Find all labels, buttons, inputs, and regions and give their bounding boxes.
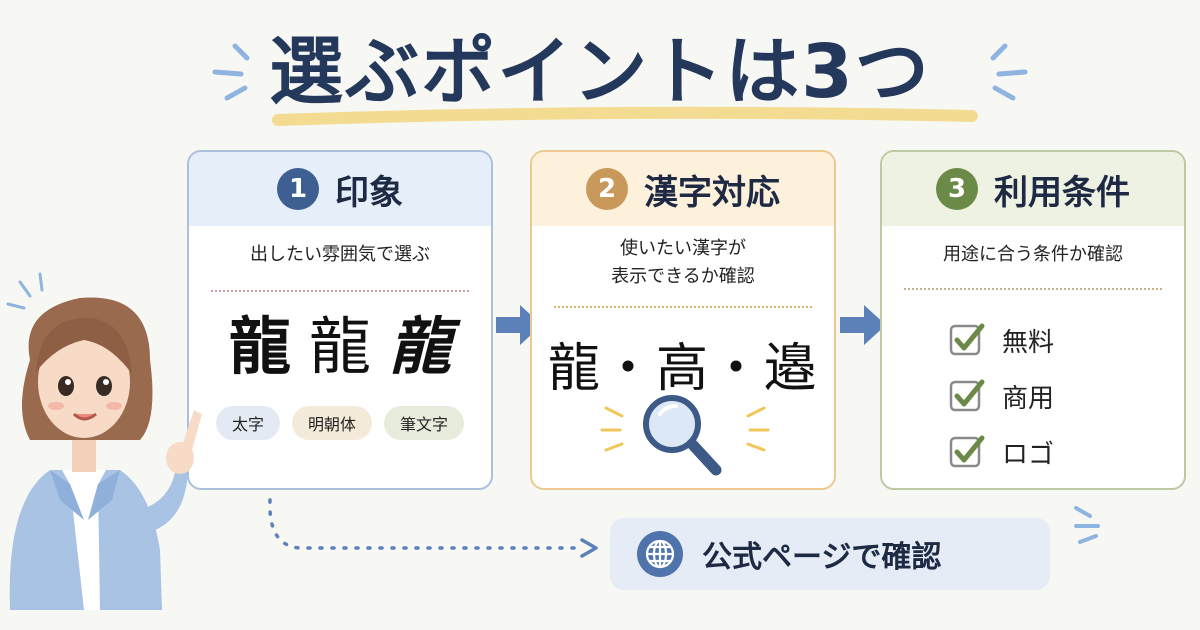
- dotted-divider: [211, 290, 469, 292]
- card-header: 2 漢字対応: [532, 152, 834, 226]
- condition-list: 無料 商用 ロゴ: [948, 312, 1054, 480]
- point-card-kanji-support: 2 漢字対応 使いたい漢字が 表示できるか確認 龍・高・邉: [530, 150, 836, 490]
- checkbox-icon: [949, 435, 985, 468]
- page-title: 選ぶポイントは3つ: [269, 29, 931, 115]
- kanji-examples: 龍・高・邉: [547, 339, 818, 399]
- sample-kanji-mincho: 龍: [308, 310, 371, 383]
- arrow-right-icon: [840, 305, 886, 345]
- sparkle-small-icon: [1074, 506, 1100, 544]
- card-body: 用途に合う条件か確認 無料 商用: [882, 226, 1184, 488]
- card-subtitle-line-1: 使いたい漢字が: [620, 238, 746, 259]
- dotted-divider: [904, 288, 1162, 290]
- point-number-badge: 3: [936, 168, 978, 210]
- checkbox-icon: [949, 323, 985, 356]
- card-header: 1 印象: [189, 152, 491, 226]
- point-card-usage-terms: 3 利用条件 用途に合う条件か確認 無料 商用: [880, 150, 1186, 490]
- card-title: 利用条件: [994, 172, 1130, 213]
- card-subtitle: 出したい雰囲気で選ぶ: [250, 244, 430, 265]
- card-title: 漢字対応: [644, 172, 780, 213]
- card-body: 出したい雰囲気で選ぶ 龍 龍 龍 太字 明朝体 筆文字: [189, 226, 491, 488]
- card-title: 印象: [335, 172, 403, 213]
- point-number-badge: 1: [277, 168, 319, 210]
- condition-label: 商用: [1002, 383, 1055, 414]
- style-tag-brush: 筆文字: [384, 406, 465, 440]
- checkbox-icon: [949, 379, 985, 412]
- dotted-connector: [268, 498, 598, 558]
- style-tag-mincho: 明朝体: [291, 406, 372, 440]
- condition-label: 無料: [1002, 327, 1055, 358]
- point-card-impression: 1 印象 出したい雰囲気で選ぶ 龍 龍 龍 太字 明朝体 筆文字: [187, 150, 493, 490]
- condition-item: 無料: [948, 312, 1054, 368]
- style-tag-bold: 太字: [215, 406, 280, 440]
- dotted-divider: [554, 306, 812, 308]
- sample-kanji-bold: 龍: [228, 310, 291, 383]
- globe-icon: [637, 531, 683, 577]
- sample-kanji-brush: 龍: [389, 310, 452, 383]
- card-subtitle-line-2: 表示できるか確認: [611, 266, 755, 287]
- magnifier-icon: [600, 395, 770, 476]
- condition-label: ロゴ: [1002, 439, 1055, 470]
- condition-item: ロゴ: [948, 424, 1054, 480]
- official-page-label: 公式ページで確認: [702, 540, 942, 575]
- card-subtitle: 用途に合う条件か確認: [943, 244, 1123, 265]
- card-body: 使いたい漢字が 表示できるか確認 龍・高・邉: [532, 226, 834, 488]
- card-header: 3 利用条件: [882, 152, 1184, 226]
- woman-illustration: [6, 272, 202, 610]
- official-page-callout: 公式ページで確認: [610, 518, 1050, 590]
- sample-kanji-row: 龍 龍 龍: [189, 312, 491, 382]
- point-number-badge: 2: [586, 168, 628, 210]
- sparkle-left-icon: [212, 43, 250, 101]
- title-underline: [272, 106, 978, 126]
- style-tags: 太字 明朝体 筆文字: [189, 406, 491, 440]
- condition-item: 商用: [948, 368, 1054, 424]
- sparkle-right-icon: [990, 43, 1028, 101]
